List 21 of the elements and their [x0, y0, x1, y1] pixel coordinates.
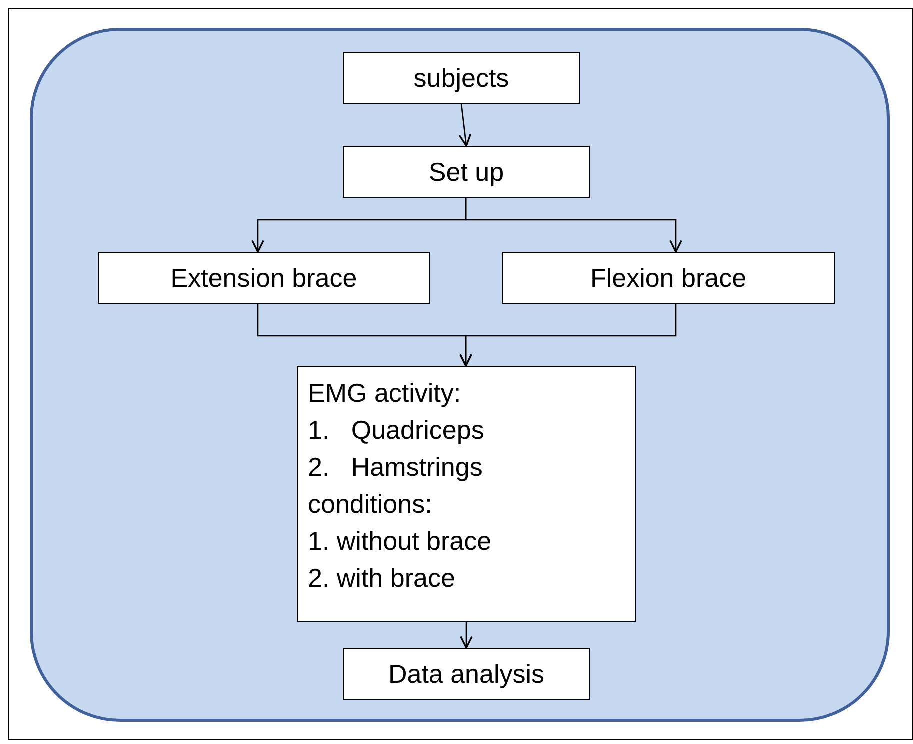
process-box [297, 366, 636, 622]
box-label: Flexion brace [590, 262, 747, 294]
arrow [458, 104, 472, 147]
box-text-line: 1. Quadriceps [308, 414, 486, 447]
box-text-line: 1. without brace [308, 525, 493, 558]
box-text-line: conditions: [308, 488, 434, 521]
process-box [343, 648, 590, 700]
arrow [465, 198, 682, 253]
box-text-line: 2. with brace [308, 562, 456, 595]
box-label: subjects [414, 62, 510, 94]
box-label: Set up [428, 156, 504, 188]
box-label: Data analysis [388, 658, 545, 690]
process-box [98, 252, 430, 304]
arrow [460, 622, 473, 649]
arrow [460, 304, 677, 367]
box-label: Extension brace [170, 262, 358, 294]
process-box [343, 146, 590, 198]
process-box [502, 252, 835, 304]
process-box [343, 52, 580, 104]
box-text-line: EMG activity: [308, 377, 462, 410]
box-text-line: 2. Hamstrings [308, 451, 484, 484]
